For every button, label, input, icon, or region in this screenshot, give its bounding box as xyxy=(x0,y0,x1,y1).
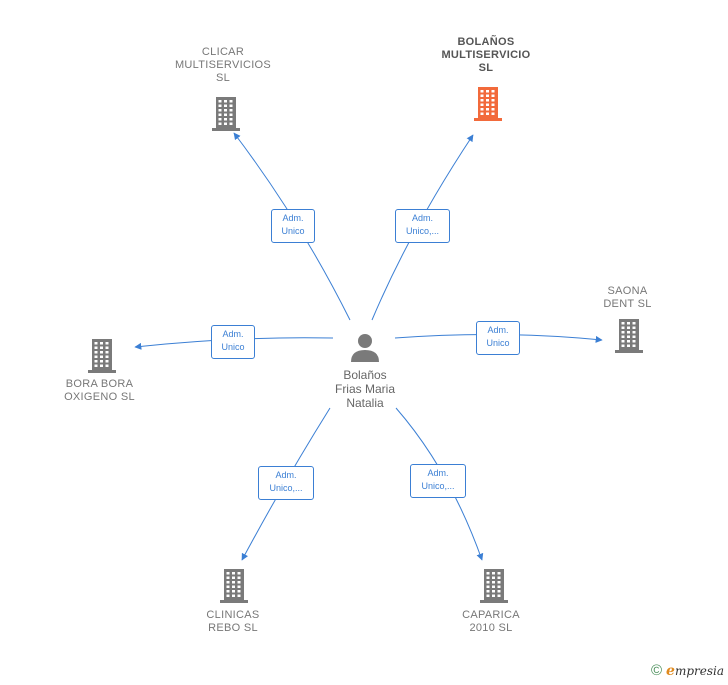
building-icon[interactable] xyxy=(472,86,504,127)
building-icon-svg xyxy=(212,97,240,131)
brand-logo: empresia xyxy=(666,662,724,679)
building-icon[interactable] xyxy=(478,568,510,609)
person-icon-svg xyxy=(351,334,379,362)
role-box-clinicas[interactable]: Adm. Unico,... xyxy=(258,466,314,500)
building-icon-svg xyxy=(474,87,502,121)
role-box-bolanos[interactable]: Adm. Unico,... xyxy=(395,209,450,243)
company-label-saona[interactable]: SAONA DENT SL xyxy=(603,285,652,310)
role-box-clicar[interactable]: Adm. Unico xyxy=(271,209,315,243)
building-icon-svg xyxy=(220,569,248,603)
building-icon[interactable] xyxy=(86,338,118,379)
role-box-caparica[interactable]: Adm. Unico,... xyxy=(410,464,466,498)
company-label-bora[interactable]: BORA BORA OXIGENO SL xyxy=(64,378,135,403)
building-icon-svg xyxy=(88,339,116,373)
building-icon-svg xyxy=(615,319,643,353)
company-label-clicar[interactable]: CLICAR MULTISERVICIOS SL xyxy=(174,46,272,84)
building-icon-svg xyxy=(480,569,508,603)
role-box-bora[interactable]: Adm. Unico xyxy=(211,325,255,359)
company-label-bolanos[interactable]: BOLAÑOS MULTISERVICIO SL xyxy=(441,36,531,74)
building-icon[interactable] xyxy=(613,318,645,359)
building-icon[interactable] xyxy=(210,96,242,137)
person-icon[interactable] xyxy=(349,332,381,362)
copyright-icon: © xyxy=(650,662,663,679)
building-icon[interactable] xyxy=(218,568,250,609)
company-label-clinicas[interactable]: CLINICAS REBO SL xyxy=(206,609,260,634)
copyright-notice[interactable]: © empresia xyxy=(651,662,724,679)
person-label[interactable]: Bolaños Frias Maria Natalia xyxy=(334,368,395,410)
role-box-saona[interactable]: Adm. Unico xyxy=(476,321,520,355)
company-label-caparica[interactable]: CAPARICA 2010 SL xyxy=(462,609,520,634)
